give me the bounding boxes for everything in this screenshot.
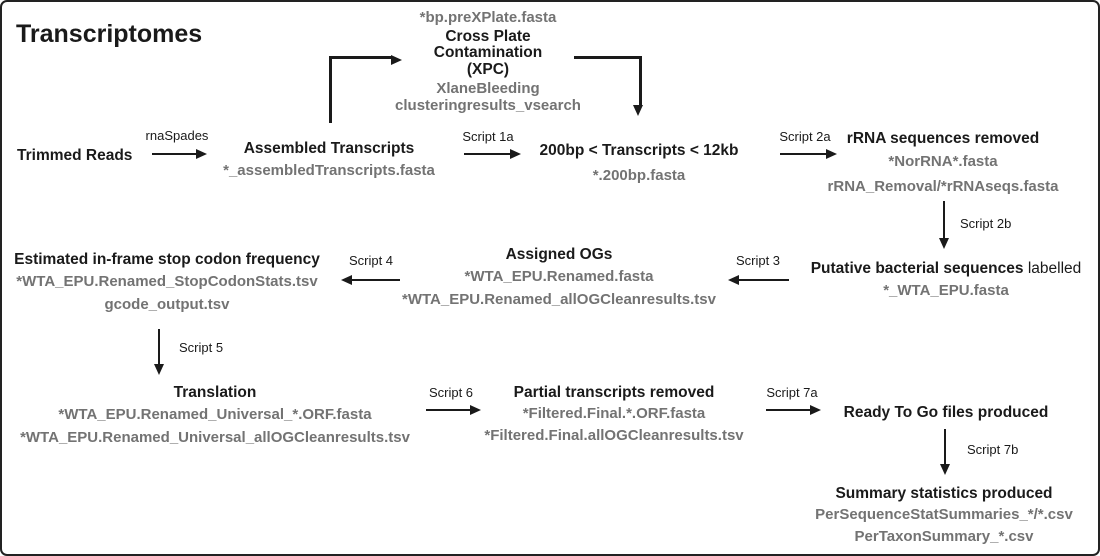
node-cross-plate-contamination: *bp.preXPlate.fasta Cross Plate Contamin…	[395, 9, 581, 114]
arrow-script-3	[728, 275, 789, 285]
node-partial-removed: Partial transcripts removed *Filtered.Fi…	[484, 382, 743, 447]
node-summary-stats: Summary statistics produced PerSequenceS…	[815, 483, 1073, 548]
edge-label-script-2a: Script 2a	[779, 129, 831, 144]
node-ready-to-go: Ready To Go files produced	[844, 402, 1049, 423]
assigned-ogs-file1: *WTA_EPU.Renamed.fasta	[464, 268, 654, 285]
partial-removed-title: Partial transcripts removed	[513, 384, 715, 401]
node-assembled-transcripts: Assembled Transcripts *_assembledTranscr…	[223, 138, 435, 182]
stop-codon-freq-title: Estimated in-frame stop codon frequency	[14, 251, 320, 268]
ready-to-go-title: Ready To Go files produced	[843, 404, 1049, 421]
putative-bacterial-title-bold: Putative bacterial sequences	[810, 260, 1024, 277]
arrowhead-down-icon	[939, 238, 949, 249]
edge-label-script-7b: Script 7b	[967, 442, 1019, 457]
translation-file2: *WTA_EPU.Renamed_Universal_allOGCleanres…	[20, 429, 410, 446]
edge-label-script-7a: Script 7a	[766, 385, 818, 400]
arrow-assembled-to-xpc	[329, 55, 402, 123]
arrow-script-5	[154, 329, 164, 375]
arrow-script-6	[426, 405, 481, 415]
size-filter-title: 200bp < Transcripts < 12kb	[539, 142, 739, 159]
rrna-removed-title: rRNA sequences removed	[846, 130, 1040, 147]
arrowhead-left-icon	[728, 275, 739, 285]
arrow-script-1a	[464, 149, 521, 159]
trimmed-reads-title: Trimmed Reads	[17, 147, 133, 164]
arrowhead-left-icon	[341, 275, 352, 285]
translation-title: Translation	[173, 384, 257, 401]
edge-label-script-6: Script 6	[428, 385, 474, 400]
assigned-ogs-file2: *WTA_EPU.Renamed_allOGCleanresults.tsv	[402, 291, 716, 308]
edge-label-script-2b: Script 2b	[960, 216, 1012, 231]
arrow-script-2b	[939, 201, 949, 249]
xpc-title-line1: Cross Plate	[445, 27, 531, 45]
edge-label-rnaspades: rnaSpades	[145, 128, 209, 143]
node-assigned-ogs: Assigned OGs *WTA_EPU.Renamed.fasta *WTA…	[402, 244, 716, 311]
arrow-script-7b	[940, 429, 950, 475]
putative-bacterial-file1: *_WTA_EPU.fasta	[883, 282, 1009, 299]
node-rrna-removed: rRNA sequences removed *NorRNA*.fasta rR…	[828, 128, 1059, 199]
size-filter-file1: *.200bp.fasta	[592, 167, 686, 184]
edge-label-script-4: Script 4	[348, 253, 394, 268]
translation-file1: *WTA_EPU.Renamed_Universal_*.ORF.fasta	[58, 406, 372, 423]
arrowhead-right-icon	[810, 405, 821, 415]
arrowhead-right-icon	[470, 405, 481, 415]
partial-removed-file1: *Filtered.Final.*.ORF.fasta	[522, 405, 706, 422]
xpc-file2: clusteringresults_vsearch	[395, 96, 581, 114]
arrowhead-right-icon	[826, 149, 837, 159]
stop-codon-freq-file1: *WTA_EPU.Renamed_StopCodonStats.tsv	[16, 273, 318, 290]
arrowhead-right-icon	[196, 149, 207, 159]
arrow-script-2a	[780, 149, 837, 159]
partial-removed-file2: *Filtered.Final.allOGCleanresults.tsv	[484, 427, 744, 444]
node-size-filter: 200bp < Transcripts < 12kb *.200bp.fasta	[539, 140, 738, 187]
arrowhead-down-icon	[633, 105, 643, 116]
xpc-file1: XlaneBleeding	[436, 80, 540, 97]
summary-stats-title: Summary statistics produced	[835, 485, 1053, 502]
summary-stats-file1: PerSequenceStatSummaries_*/*.csv	[815, 506, 1073, 523]
putative-bacterial-title-regular: labelled	[1027, 260, 1082, 277]
arrowhead-down-icon	[154, 364, 164, 375]
rrna-removed-file2: rRNA_Removal/*rRNAseqs.fasta	[827, 178, 1059, 195]
xpc-title-line3: (XPC)	[466, 60, 510, 78]
xpc-title-line2: Contamination	[433, 44, 543, 61]
edge-label-script-3: Script 3	[735, 253, 781, 268]
stop-codon-freq-file2: gcode_output.tsv	[104, 296, 230, 313]
page-title: Transcriptomes	[16, 20, 203, 48]
arrow-script-4	[341, 275, 400, 285]
arrow-script-7a	[766, 405, 821, 415]
arrowhead-right-icon	[510, 149, 521, 159]
assembled-transcripts-title: Assembled Transcripts	[243, 140, 415, 157]
node-stop-codon-freq: Estimated in-frame stop codon frequency …	[14, 249, 320, 316]
arrowhead-down-icon	[940, 464, 950, 475]
arrow-xpc-to-size-filter	[574, 56, 643, 116]
summary-stats-file2: PerTaxonSummary_*.csv	[854, 528, 1034, 545]
node-translation: Translation *WTA_EPU.Renamed_Universal_*…	[20, 382, 410, 449]
edge-label-script-1a: Script 1a	[462, 129, 514, 144]
edge-label-script-5: Script 5	[179, 340, 224, 355]
arrow-rnaspades	[152, 149, 207, 159]
assembled-transcripts-file1: *_assembledTranscripts.fasta	[223, 162, 435, 179]
rrna-removed-file1: *NorRNA*.fasta	[888, 153, 998, 170]
arrowhead-right-icon	[391, 55, 402, 65]
assigned-ogs-title: Assigned OGs	[505, 246, 613, 263]
node-trimmed-reads: Trimmed Reads	[17, 145, 132, 166]
xpc-file-above: *bp.preXPlate.fasta	[419, 9, 557, 26]
